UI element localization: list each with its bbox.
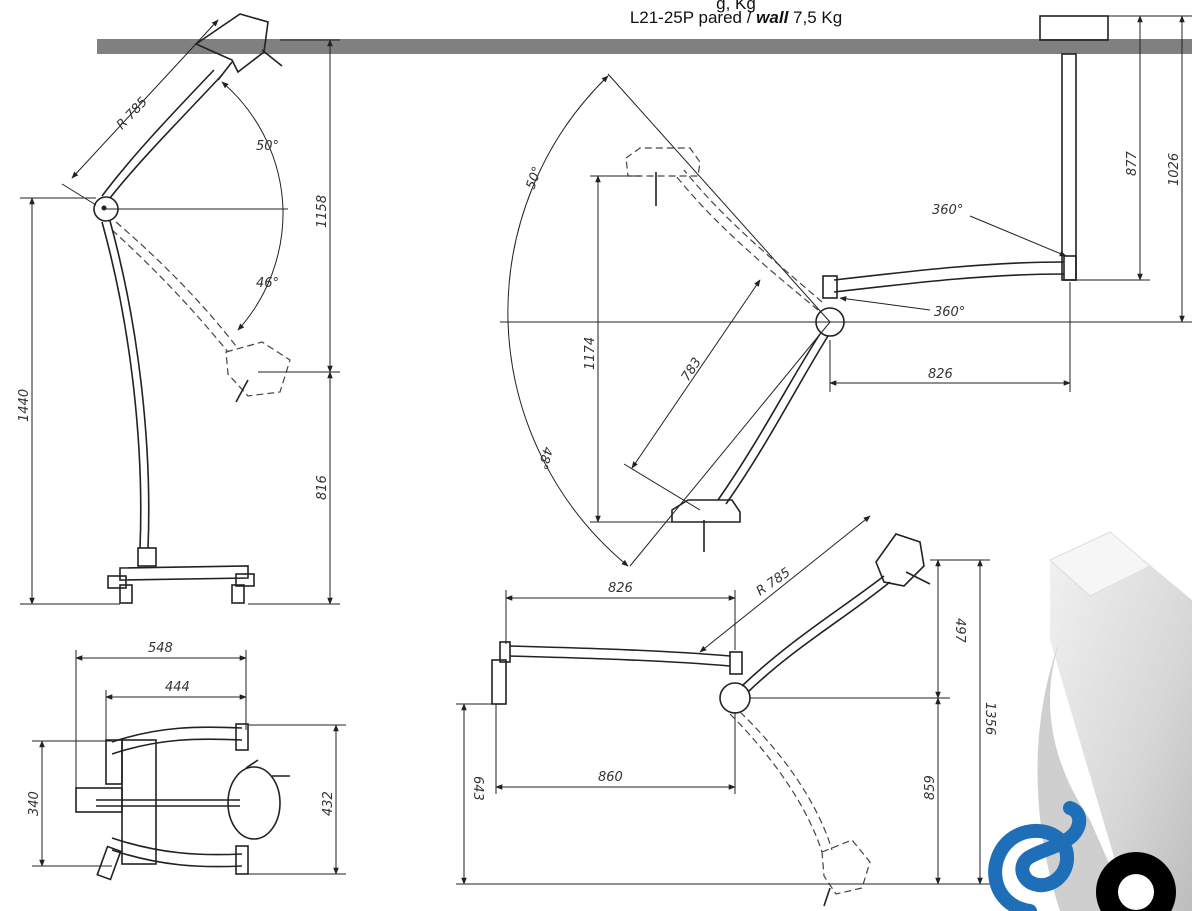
dim-643: 643	[470, 776, 485, 801]
dim-angle-50-mid: 50°	[524, 165, 546, 192]
wall-mount-side-view	[500, 15, 1192, 567]
dim-1440: 1440	[17, 389, 32, 422]
dim-360-lower: 360°	[934, 305, 965, 320]
ceiling-bar	[97, 39, 1192, 54]
dim-340: 340	[27, 791, 42, 816]
base-top-view	[32, 650, 346, 881]
dim-783: 783	[679, 355, 705, 384]
dim-360-upper: 360°	[932, 203, 963, 218]
dim-1174: 1174	[583, 337, 598, 370]
dim-444: 444	[165, 680, 190, 695]
floor-stand-view	[20, 13, 340, 605]
dim-432: 432	[321, 791, 336, 816]
spec-header: g, Kg L21-25P pared / wall 7,5 Kg	[566, 0, 906, 28]
dim-1158: 1158	[315, 195, 330, 228]
dim-497: 497	[952, 618, 967, 644]
dim-826-mid: 826	[928, 367, 953, 382]
dim-1356: 1356	[982, 702, 997, 735]
header-model: L21-25P pared /	[629, 8, 752, 27]
header-wall: wall	[756, 8, 789, 27]
header-weight: 7,5 Kg	[793, 8, 843, 27]
dim-r785-top: R 785	[114, 95, 151, 133]
dim-angle-50-left: 50°	[256, 139, 279, 154]
dim-859: 859	[923, 775, 938, 800]
dim-548: 548	[148, 641, 173, 656]
dim-826-bottom: 826	[608, 581, 633, 596]
dim-1026: 1026	[1167, 153, 1182, 186]
dim-877: 877	[1125, 150, 1140, 176]
dim-angle-46: 46°	[256, 276, 279, 291]
dim-angle-48: 48°	[534, 445, 554, 471]
brand-logo-icon	[988, 801, 1176, 911]
dim-816: 816	[315, 475, 330, 500]
header-model-line: L21-25P pared / wall 7,5 Kg	[566, 8, 906, 28]
dim-860: 860	[598, 770, 623, 785]
header-cut-line: g, Kg	[716, 0, 756, 13]
wall-mount-lower-view	[456, 515, 990, 907]
